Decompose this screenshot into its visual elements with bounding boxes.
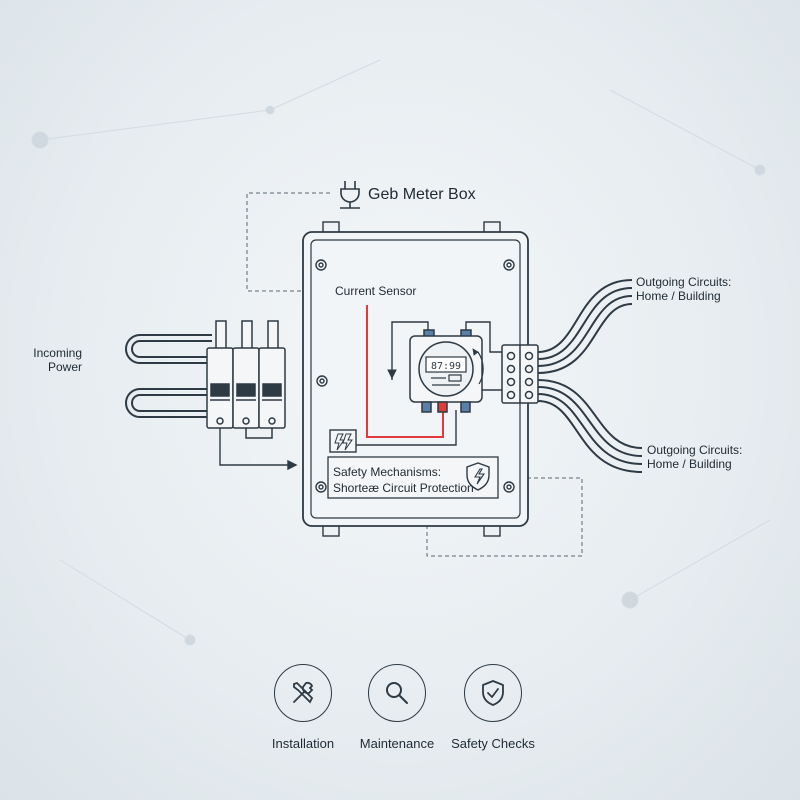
enclosure-screws: [315, 259, 515, 493]
tools-icon: [293, 681, 314, 704]
meter-display-reading: 87:99: [431, 361, 461, 372]
installation-circle: [274, 664, 332, 722]
background-network: [31, 59, 771, 646]
maintenance-label: Maintenance: [359, 736, 435, 751]
safety-panel: [327, 456, 499, 499]
magnifier-icon: [386, 682, 408, 704]
incoming-cables: [125, 334, 212, 418]
safety-subtitle: Shorteæ Circuit Protection: [333, 481, 474, 495]
incoming-power-label-line1: Incoming: [33, 346, 82, 360]
safety-checks-label: Safety Checks: [451, 736, 535, 751]
breaker-feed-arrow: [219, 428, 298, 471]
incoming-power-label-line2: Power: [48, 360, 82, 374]
shield-check-icon: [482, 680, 504, 706]
footer-safety-checks[interactable]: Safety Checks: [438, 664, 548, 751]
diagram-title: Geb Meter Box: [368, 186, 476, 203]
safety-checks-circle: [464, 664, 522, 722]
outgoing-circuits-top-line1: Outgoing Circuits:: [636, 275, 731, 289]
current-sensor-label: Current Sensor: [335, 284, 416, 298]
lightning-icon: [334, 433, 353, 451]
dashed-leaders: [246, 192, 583, 557]
installation-label: Installation: [271, 736, 335, 751]
outgoing-circuits-top-line2: Home / Building: [636, 289, 721, 303]
safety-title: Safety Mechanisms:: [333, 465, 441, 479]
digital-meter: [409, 329, 484, 413]
outgoing-circuits-bottom-line2: Home / Building: [647, 457, 732, 471]
footer-maintenance[interactable]: Maintenance: [342, 664, 452, 751]
outgoing-cables: [537, 279, 643, 473]
outgoing-circuits-bottom-line1: Outgoing Circuits:: [647, 443, 742, 457]
terminal-block: [501, 344, 539, 404]
maintenance-circle: [368, 664, 426, 722]
footer-installation[interactable]: Installation: [248, 664, 358, 751]
shield-lightning-icon: [466, 462, 490, 491]
circuit-breakers: [206, 320, 286, 439]
plug-icon: [340, 181, 360, 209]
